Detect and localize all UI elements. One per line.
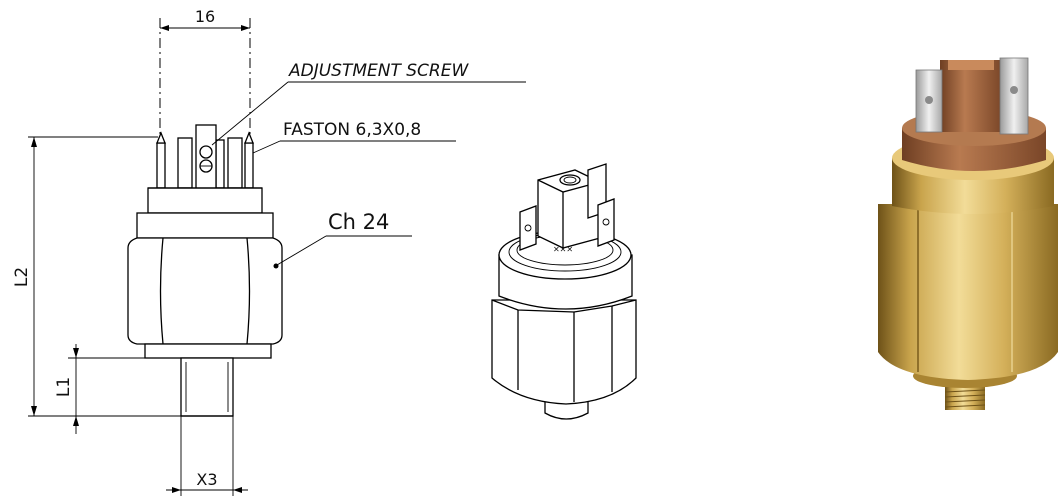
upper-collar	[147, 187, 263, 214]
hex-body	[127, 237, 283, 345]
threaded-stub	[180, 357, 234, 417]
neck	[136, 212, 274, 239]
svg-text:✕✕✕: ✕✕✕	[553, 245, 573, 254]
faston-label: FASTON 6,3X0,8	[283, 120, 421, 140]
base-flange	[144, 343, 272, 359]
width-dimension: 16	[159, 7, 251, 140]
adjustment-screw-label: ADJUSTMENT SCREW	[288, 61, 469, 81]
technical-drawing: 16	[12, 7, 526, 496]
x3-label: X3	[196, 470, 217, 489]
hex-label-leader: Ch 24	[276, 210, 412, 266]
faston-terminals	[156, 131, 254, 189]
hex-size-label: Ch 24	[328, 210, 389, 234]
l2-label: L2	[12, 267, 32, 287]
l1-dimension: L1	[54, 344, 145, 434]
l2-dimension: L2	[12, 136, 181, 417]
isometric-drawing: ✕✕✕	[491, 163, 637, 420]
width-dimension-label: 16	[195, 7, 215, 26]
adjustment-screw-leader: ADJUSTMENT SCREW	[211, 61, 526, 146]
x3-dimension: X3	[166, 416, 248, 496]
l1-label: L1	[54, 377, 74, 397]
faston-leader: FASTON 6,3X0,8	[252, 120, 456, 154]
product-photo	[878, 57, 1058, 410]
